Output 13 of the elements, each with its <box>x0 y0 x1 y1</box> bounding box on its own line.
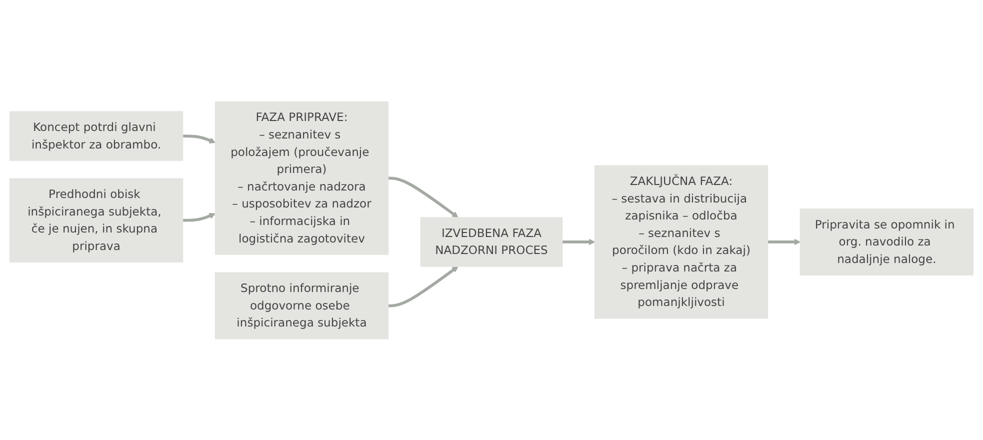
node-box: Sprotno informiranje odgovorne osebe inšpiciranega subjekta <box>214 272 389 339</box>
node-box: Predhodni obisk inšpiciranega subjekta, če je nujen, in skupna priprava <box>9 178 184 262</box>
node-box: Koncept potrdi glavni inšpektor za obrambo. <box>9 110 184 161</box>
arrow <box>182 212 216 222</box>
arrow <box>388 266 458 307</box>
node-box: IZVEDBENA FAZA NADZORNI PROCES <box>420 216 563 266</box>
arrow <box>182 134 216 144</box>
node-box: ZAKLJUČNA FAZA: – sestava in distribucija zapisnika – odločba – seznanitev s poročilom (kdo in zakaj) – priprava načrta za spremljanje odprave pomanjkljivosti <box>594 164 768 318</box>
arrow <box>388 176 458 218</box>
arrow <box>768 238 800 245</box>
arrow <box>562 238 596 245</box>
node-box: Pripravita se opomnik in org. navodilo za nadaljnje naloge. <box>800 208 974 276</box>
node-box: FAZA PRIPRAVE: – seznanitev s položajem (proučevanje primera) – načrtovanje nadzora – usposobitev za nadzor – informacijska in logistična zagotovitev <box>214 101 389 255</box>
